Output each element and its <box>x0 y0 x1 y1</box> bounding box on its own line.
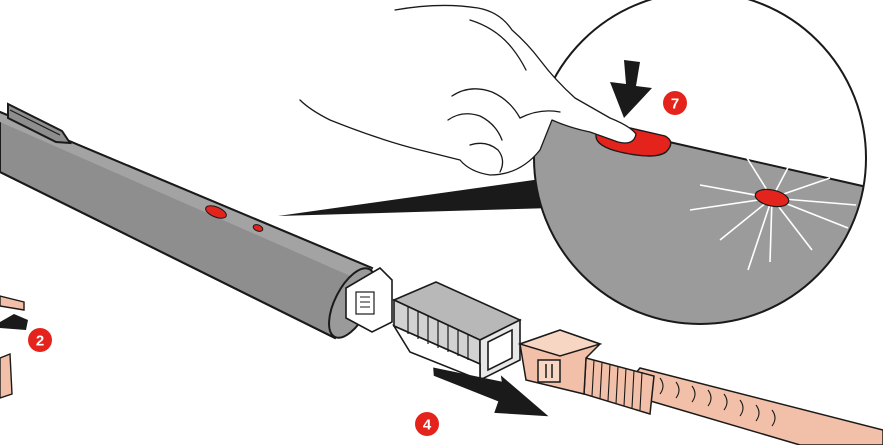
step-4-badge: 4 <box>415 412 439 436</box>
step-7-badge: 7 <box>663 91 687 115</box>
magnify-pointer <box>278 178 552 216</box>
grey-adapter <box>394 282 520 380</box>
step-2-badge: 2 <box>28 328 52 352</box>
tube-housing <box>0 112 384 345</box>
fiber-connector-icon <box>520 330 883 445</box>
step-7-label: 7 <box>671 96 679 113</box>
left-cable-stub <box>0 296 24 398</box>
magnified-detail <box>520 0 880 340</box>
step-4-label: 4 <box>423 417 432 434</box>
step-2-label: 2 <box>36 333 44 350</box>
arrow-left-stub-icon <box>0 314 28 330</box>
